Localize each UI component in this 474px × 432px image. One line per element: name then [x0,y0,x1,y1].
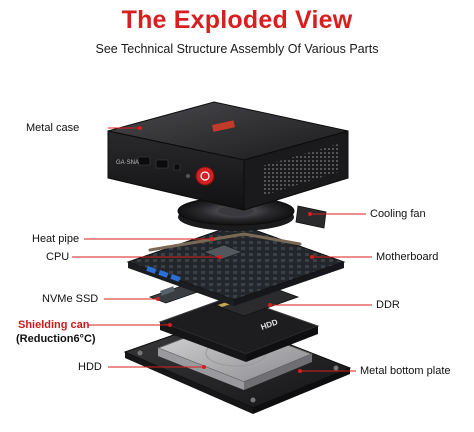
page-subtitle: See Technical Structure Assembly Of Vari… [95,42,379,56]
label-hdd: HDD [78,361,102,373]
leader-dot-cpu [218,255,222,259]
heat-pipe [148,232,302,252]
label-reduction: (Reduction6°C) [16,333,96,345]
label-cpu: CPU [46,251,70,263]
leader-lines [72,126,372,373]
leader-dot-metal-bottom-plate [298,369,302,373]
leader-dot-cooling-fan [308,212,312,216]
leader-dot-nvme-ssd [156,297,160,301]
label-motherboard: Motherboard [376,251,439,263]
cooling-fan [177,196,327,231]
motherboard [126,223,346,306]
metal-case: GA·SNA [107,101,349,211]
leader-dot-shielding-can [168,323,172,327]
usb-ports [146,266,181,282]
label-metal-case: Metal case [26,122,80,134]
shielding-can: HDD [158,295,320,362]
leader-dot-hdd [202,365,206,369]
leader-dot-metal-case [138,126,142,130]
leader-dot-ddr [268,303,272,307]
label-shielding-can: Shielding can [18,319,90,331]
leader-dot-motherboard [310,255,314,259]
case-marking: GA·SNA [116,160,139,166]
leader-dot-heat-pipe [210,237,214,241]
label-metal-bottom-plate: Metal bottom plate [360,365,451,377]
page-title: The Exploded View [121,6,353,34]
label-ddr: DDR [376,299,400,311]
label-cooling-fan: Cooling fan [370,208,426,220]
label-nvme-ssd: NVMe SSD [42,293,99,305]
label-heat-pipe: Heat pipe [32,233,80,245]
